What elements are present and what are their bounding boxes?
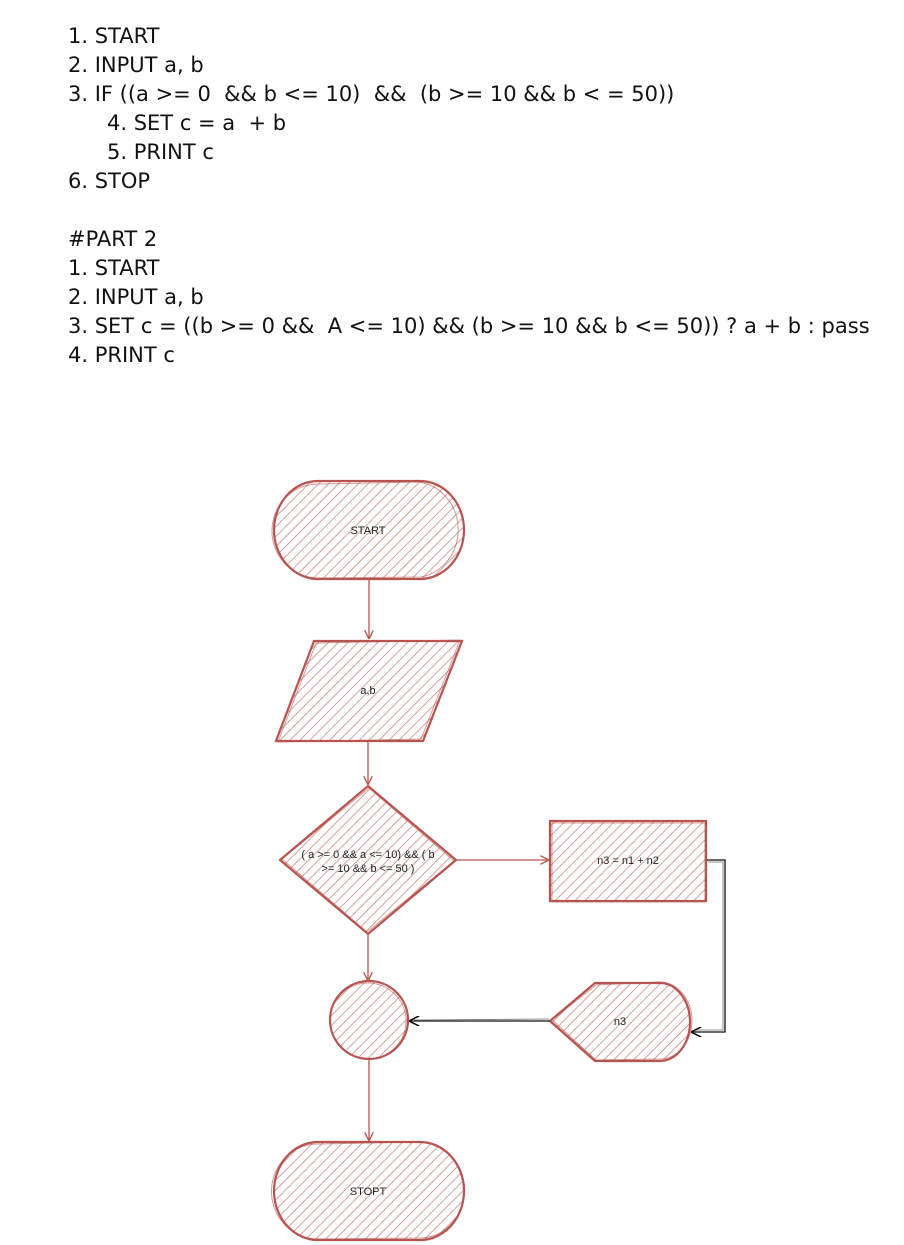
decision-label-line-1: ( a >= 0 && a <= 10) && ( b	[301, 849, 434, 861]
pseudocode-line: 3. IF ((a >= 0 && b <= 10) && (b >= 10 &…	[68, 82, 675, 106]
pseudocode-block: 1. START 2. INPUT a, b 3. IF ((a >= 0 && b…	[68, 22, 870, 370]
arrow-process-to-output	[692, 859, 726, 1032]
start-terminator: START	[271, 479, 466, 581]
connector-circle	[328, 979, 410, 1061]
pseudocode-part-1: 1. START 2. INPUT a, b 3. IF ((a >= 0 && b…	[68, 22, 870, 196]
input-label: a,b	[360, 685, 375, 697]
decision-diamond: ( a >= 0 && a <= 10) && ( b >= 10 && b <…	[278, 784, 458, 936]
start-label: START	[350, 525, 385, 537]
pseudocode-line: 4. SET c = a + b	[107, 111, 287, 135]
stop-terminator: STOPT	[271, 1140, 466, 1242]
pseudocode-line: 2. INPUT a, b	[68, 53, 204, 77]
pseudocode-line: 6. STOP	[68, 169, 151, 193]
pseudocode-line: 5. PRINT c	[107, 140, 214, 164]
output-display: n3	[548, 981, 693, 1063]
pseudocode-line: 2. INPUT a, b	[68, 285, 204, 309]
part-2-heading: #PART 2	[68, 227, 158, 251]
process-rectangle: n3 = n1 + n2	[548, 819, 708, 903]
pseudocode-part-2: 1. START 2. INPUT a, b 3. SET c = ((b >= 0…	[68, 254, 870, 370]
input-parallelogram: a,b	[274, 639, 464, 743]
stop-label: STOPT	[350, 1186, 387, 1198]
process-label: n3 = n1 + n2	[597, 855, 659, 867]
decision-label-line-2: >= 10 && b <= 50 )	[322, 863, 415, 875]
pseudocode-line: 4. PRINT c	[68, 343, 175, 367]
pseudocode-line: 3. SET c = ((b >= 0 && A <= 10) && (b >=…	[68, 314, 870, 338]
pseudocode-line: 1. START	[68, 24, 160, 48]
output-label: n3	[614, 1016, 626, 1028]
pseudocode-line: 1. START	[68, 256, 160, 280]
